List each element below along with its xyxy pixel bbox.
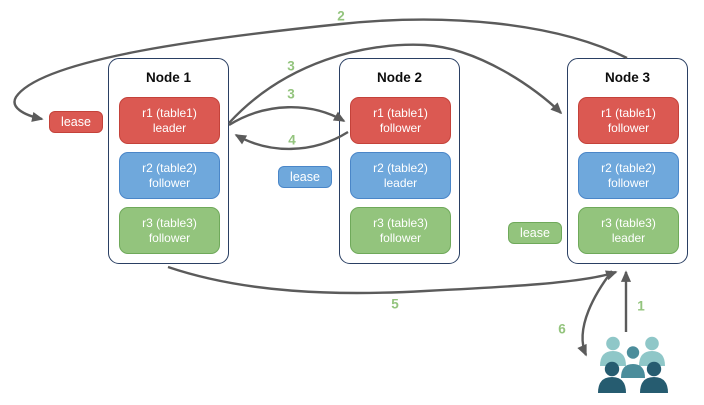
replica-label: r1 (table1) <box>142 106 197 120</box>
replica-label: r3 (table3) <box>373 216 428 230</box>
node-3-replica-r1: r1 (table1) follower <box>578 97 679 144</box>
replica-label: r3 (table3) <box>142 216 197 230</box>
node-1-title: Node 1 <box>145 70 191 85</box>
lease-tag-r1: lease <box>49 111 103 133</box>
node-3: Node 3 r1 (table1) follower r2 (table2) … <box>567 58 688 264</box>
node-2-title: Node 2 <box>376 70 422 85</box>
arrow-step-2 <box>13 18 628 122</box>
replica-role: follower <box>607 175 650 190</box>
replica-label: r3 (table3) <box>601 216 656 230</box>
users-icon <box>598 336 668 393</box>
arrow-step-3-to-node2 <box>228 106 346 127</box>
replica-role: follower <box>148 230 191 245</box>
node-3-replica-r2: r2 (table2) follower <box>578 152 679 199</box>
node-2-replica-r1: r1 (table1) follower <box>350 97 451 144</box>
node-2-replica-r2: r2 (table2) leader <box>350 152 451 199</box>
replica-role: follower <box>148 175 191 190</box>
step-label-4: 4 <box>288 132 296 148</box>
replica-label: r2 (table2) <box>601 161 656 175</box>
replica-role: leader <box>611 230 646 245</box>
step-label-3b: 3 <box>287 86 295 102</box>
arrow-step-5 <box>167 265 618 295</box>
node-2-replica-r3: r3 (table3) follower <box>350 207 451 254</box>
replica-label: r1 (table1) <box>373 106 428 120</box>
replica-label: r2 (table2) <box>142 161 197 175</box>
step-label-6: 6 <box>558 321 566 337</box>
node-3-title: Node 3 <box>604 70 650 85</box>
node-2: Node 2 r1 (table1) follower r2 (table2) … <box>339 58 460 264</box>
lease-tag-r2: lease <box>278 166 332 188</box>
replica-label: r2 (table2) <box>373 161 428 175</box>
replica-role: follower <box>379 120 422 135</box>
node-1: Node 1 r1 (table1) leader r2 (table2) fo… <box>108 58 229 264</box>
step-label-1: 1 <box>637 298 645 314</box>
node-1-replica-r3: r3 (table3) follower <box>119 207 220 254</box>
replica-role: leader <box>152 120 187 135</box>
lease-tag-r3: lease <box>508 222 562 244</box>
step-label-5: 5 <box>391 296 399 312</box>
node-1-replica-r1: r1 (table1) leader <box>119 97 220 144</box>
arrow-step-6 <box>577 270 613 357</box>
node-1-replica-r2: r2 (table2) follower <box>119 152 220 199</box>
replica-role: follower <box>379 230 422 245</box>
step-label-2: 2 <box>337 8 345 24</box>
replica-label: r1 (table1) <box>601 106 656 120</box>
node-3-replica-r3: r3 (table3) leader <box>578 207 679 254</box>
step-label-3a: 3 <box>287 58 295 74</box>
replica-role: follower <box>607 120 650 135</box>
replica-role: leader <box>383 175 418 190</box>
